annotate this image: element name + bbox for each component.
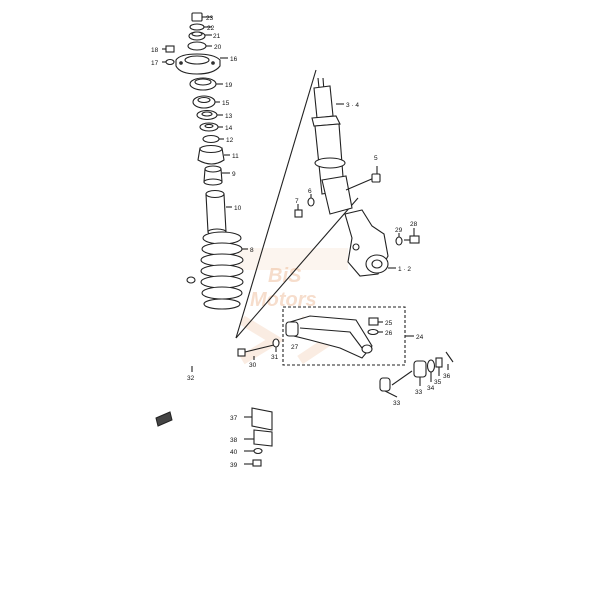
callout-35: 35 xyxy=(434,379,442,386)
part-22-washer xyxy=(189,23,212,31)
part-20-spacer xyxy=(187,41,212,51)
callout-37: 37 xyxy=(230,415,238,422)
part-5-bolt xyxy=(345,166,381,191)
callout-10: 10 xyxy=(234,205,242,212)
projection-lines xyxy=(235,69,359,339)
part-33-bushing-a xyxy=(379,377,398,398)
front-direction-marker xyxy=(155,411,173,427)
callout-38: 38 xyxy=(230,437,238,444)
part-17-washer xyxy=(162,58,175,66)
part-39-bolt xyxy=(244,459,262,467)
callout-17: 17 xyxy=(151,60,159,67)
callout-21: 21 xyxy=(213,33,221,40)
callout-1-2: 1 · 2 xyxy=(398,266,411,273)
callout-22: 22 xyxy=(207,25,215,32)
part-34-washer xyxy=(426,359,436,382)
watermark-line1: BiS xyxy=(268,265,302,287)
part-3-4-strut-assembly xyxy=(311,77,353,215)
callout-32: 32 xyxy=(187,375,195,382)
part-1-2-steering-knuckle xyxy=(344,209,396,277)
callout-19: 19 xyxy=(225,82,233,89)
callout-27: 27 xyxy=(291,344,299,351)
callout-6: 6 xyxy=(308,188,312,195)
part-28-bolt xyxy=(404,228,420,244)
part-10-dust-boot xyxy=(205,189,232,236)
part-33-bushing-b xyxy=(413,360,427,386)
part-32-stabilizer-bar xyxy=(176,276,381,406)
part-13-ring xyxy=(196,109,223,121)
part-38-bushing xyxy=(244,429,273,447)
part-12-washer xyxy=(202,134,224,144)
callout-23: 23 xyxy=(206,15,214,22)
part-6-washer xyxy=(307,194,315,207)
callout-18: 18 xyxy=(151,47,159,54)
part-14-washer xyxy=(199,122,223,132)
part-16-upper-mount xyxy=(175,53,228,75)
part-30-bolt xyxy=(237,343,279,360)
part-19-bearing xyxy=(189,77,223,91)
callout-20: 20 xyxy=(214,44,222,51)
part-18-nut xyxy=(162,45,175,53)
part-26-ring xyxy=(367,328,383,336)
part-7-nut xyxy=(294,204,303,218)
callout-29: 29 xyxy=(395,227,403,234)
part-24-lower-arm-assembly xyxy=(282,306,414,366)
callout-7: 7 xyxy=(295,198,299,205)
part-8-coil-spring xyxy=(200,231,248,310)
callout-33-b: 33 xyxy=(415,389,423,396)
callout-40: 40 xyxy=(230,449,238,456)
watermark-line2: Motors xyxy=(250,289,317,311)
callout-9: 9 xyxy=(232,171,236,178)
part-36-pin xyxy=(445,351,454,370)
callout-36: 36 xyxy=(443,373,451,380)
part-37-bracket xyxy=(244,407,273,431)
part-25-nut xyxy=(368,317,383,326)
callout-25: 25 xyxy=(385,320,393,327)
callout-30: 30 xyxy=(249,362,257,369)
callout-12: 12 xyxy=(226,137,234,144)
part-40-washer xyxy=(244,447,263,455)
callout-11: 11 xyxy=(232,153,239,160)
callout-labels: 23 22 21 20 18 16 17 19 15 13 14 12 11 9… xyxy=(151,15,451,469)
callout-24: 24 xyxy=(416,334,424,341)
callout-26: 26 xyxy=(385,330,393,337)
part-31-washer xyxy=(272,338,280,352)
callout-8: 8 xyxy=(250,247,254,254)
callout-15: 15 xyxy=(222,100,230,107)
callout-5: 5 xyxy=(374,155,378,162)
callout-31: 31 xyxy=(271,354,279,361)
part-29-washer xyxy=(395,233,403,246)
callout-13: 13 xyxy=(225,113,233,120)
part-9-rebound-stopper xyxy=(203,165,230,186)
part-23-nut xyxy=(191,12,212,22)
callout-33-a: 33 xyxy=(393,400,401,407)
callout-14: 14 xyxy=(225,125,233,132)
part-21-bushing xyxy=(188,31,212,41)
strut-mount-stack xyxy=(162,12,248,310)
part-15-spring-seat xyxy=(192,95,220,109)
part-35-nut xyxy=(435,357,443,376)
callout-28: 28 xyxy=(410,221,418,228)
callout-16: 16 xyxy=(230,56,238,63)
callout-3-4: 3 · 4 xyxy=(346,102,359,109)
part-stabilizer-bolt xyxy=(391,370,413,386)
callout-34: 34 xyxy=(427,385,435,392)
part-11-bump-stopper xyxy=(197,144,230,165)
callout-39: 39 xyxy=(230,462,238,469)
